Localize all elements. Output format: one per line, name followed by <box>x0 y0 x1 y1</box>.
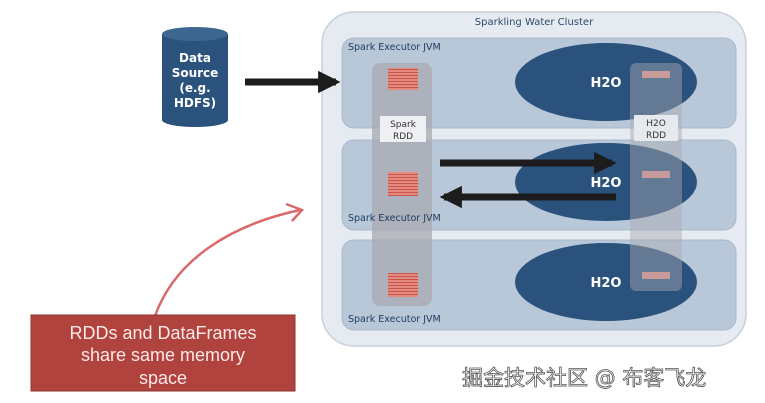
cluster-title: Sparkling Water Cluster <box>475 17 594 28</box>
h2o-rdd-label: H2O <box>646 119 666 129</box>
svg-text:RDDs and DataFrames: RDDs and DataFrames <box>69 323 256 343</box>
callout-arrow <box>153 202 305 317</box>
callout-box: RDDs and DataFrames share same memory sp… <box>30 314 296 392</box>
executor-label: Spark Executor JVM <box>348 42 441 53</box>
spark-rdd-partition <box>388 273 418 297</box>
svg-text:Source: Source <box>172 66 219 80</box>
spark-rdd-label: Spark <box>390 120 417 130</box>
executor-label: Spark Executor JVM <box>348 213 441 224</box>
h2o-rdd-partition <box>642 272 670 279</box>
spark-rdd-column: Spark RDD <box>372 63 432 306</box>
spark-rdd-label: RDD <box>393 132 413 142</box>
svg-text:Data: Data <box>179 51 211 65</box>
svg-text:H2O: H2O <box>591 76 622 91</box>
spark-rdd-partition <box>388 172 418 196</box>
executor-label: Spark Executor JVM <box>348 314 441 325</box>
svg-text:space: space <box>139 368 187 388</box>
svg-text:(e.g.: (e.g. <box>179 81 210 95</box>
h2o-node-1: H2O <box>515 43 697 121</box>
h2o-rdd-partition <box>642 71 670 78</box>
data-source-cylinder: Data Source (e.g. HDFS) <box>162 27 228 127</box>
h2o-node-3: H2O <box>515 243 697 321</box>
spark-rdd-partition <box>388 68 418 90</box>
svg-text:share same memory: share same memory <box>81 345 245 365</box>
h2o-rdd-partition <box>642 171 670 178</box>
h2o-rdd-column: H2O RDD <box>630 63 682 291</box>
h2o-rdd-label: RDD <box>646 131 666 141</box>
executor-labels: Spark Executor JVM Spark Executor JVM Sp… <box>348 42 441 325</box>
svg-text:H2O: H2O <box>591 276 622 291</box>
watermark: 掘金技术社区 @ 布客飞龙 <box>462 366 706 390</box>
svg-text:HDFS): HDFS) <box>174 96 216 110</box>
svg-text:H2O: H2O <box>591 176 622 191</box>
